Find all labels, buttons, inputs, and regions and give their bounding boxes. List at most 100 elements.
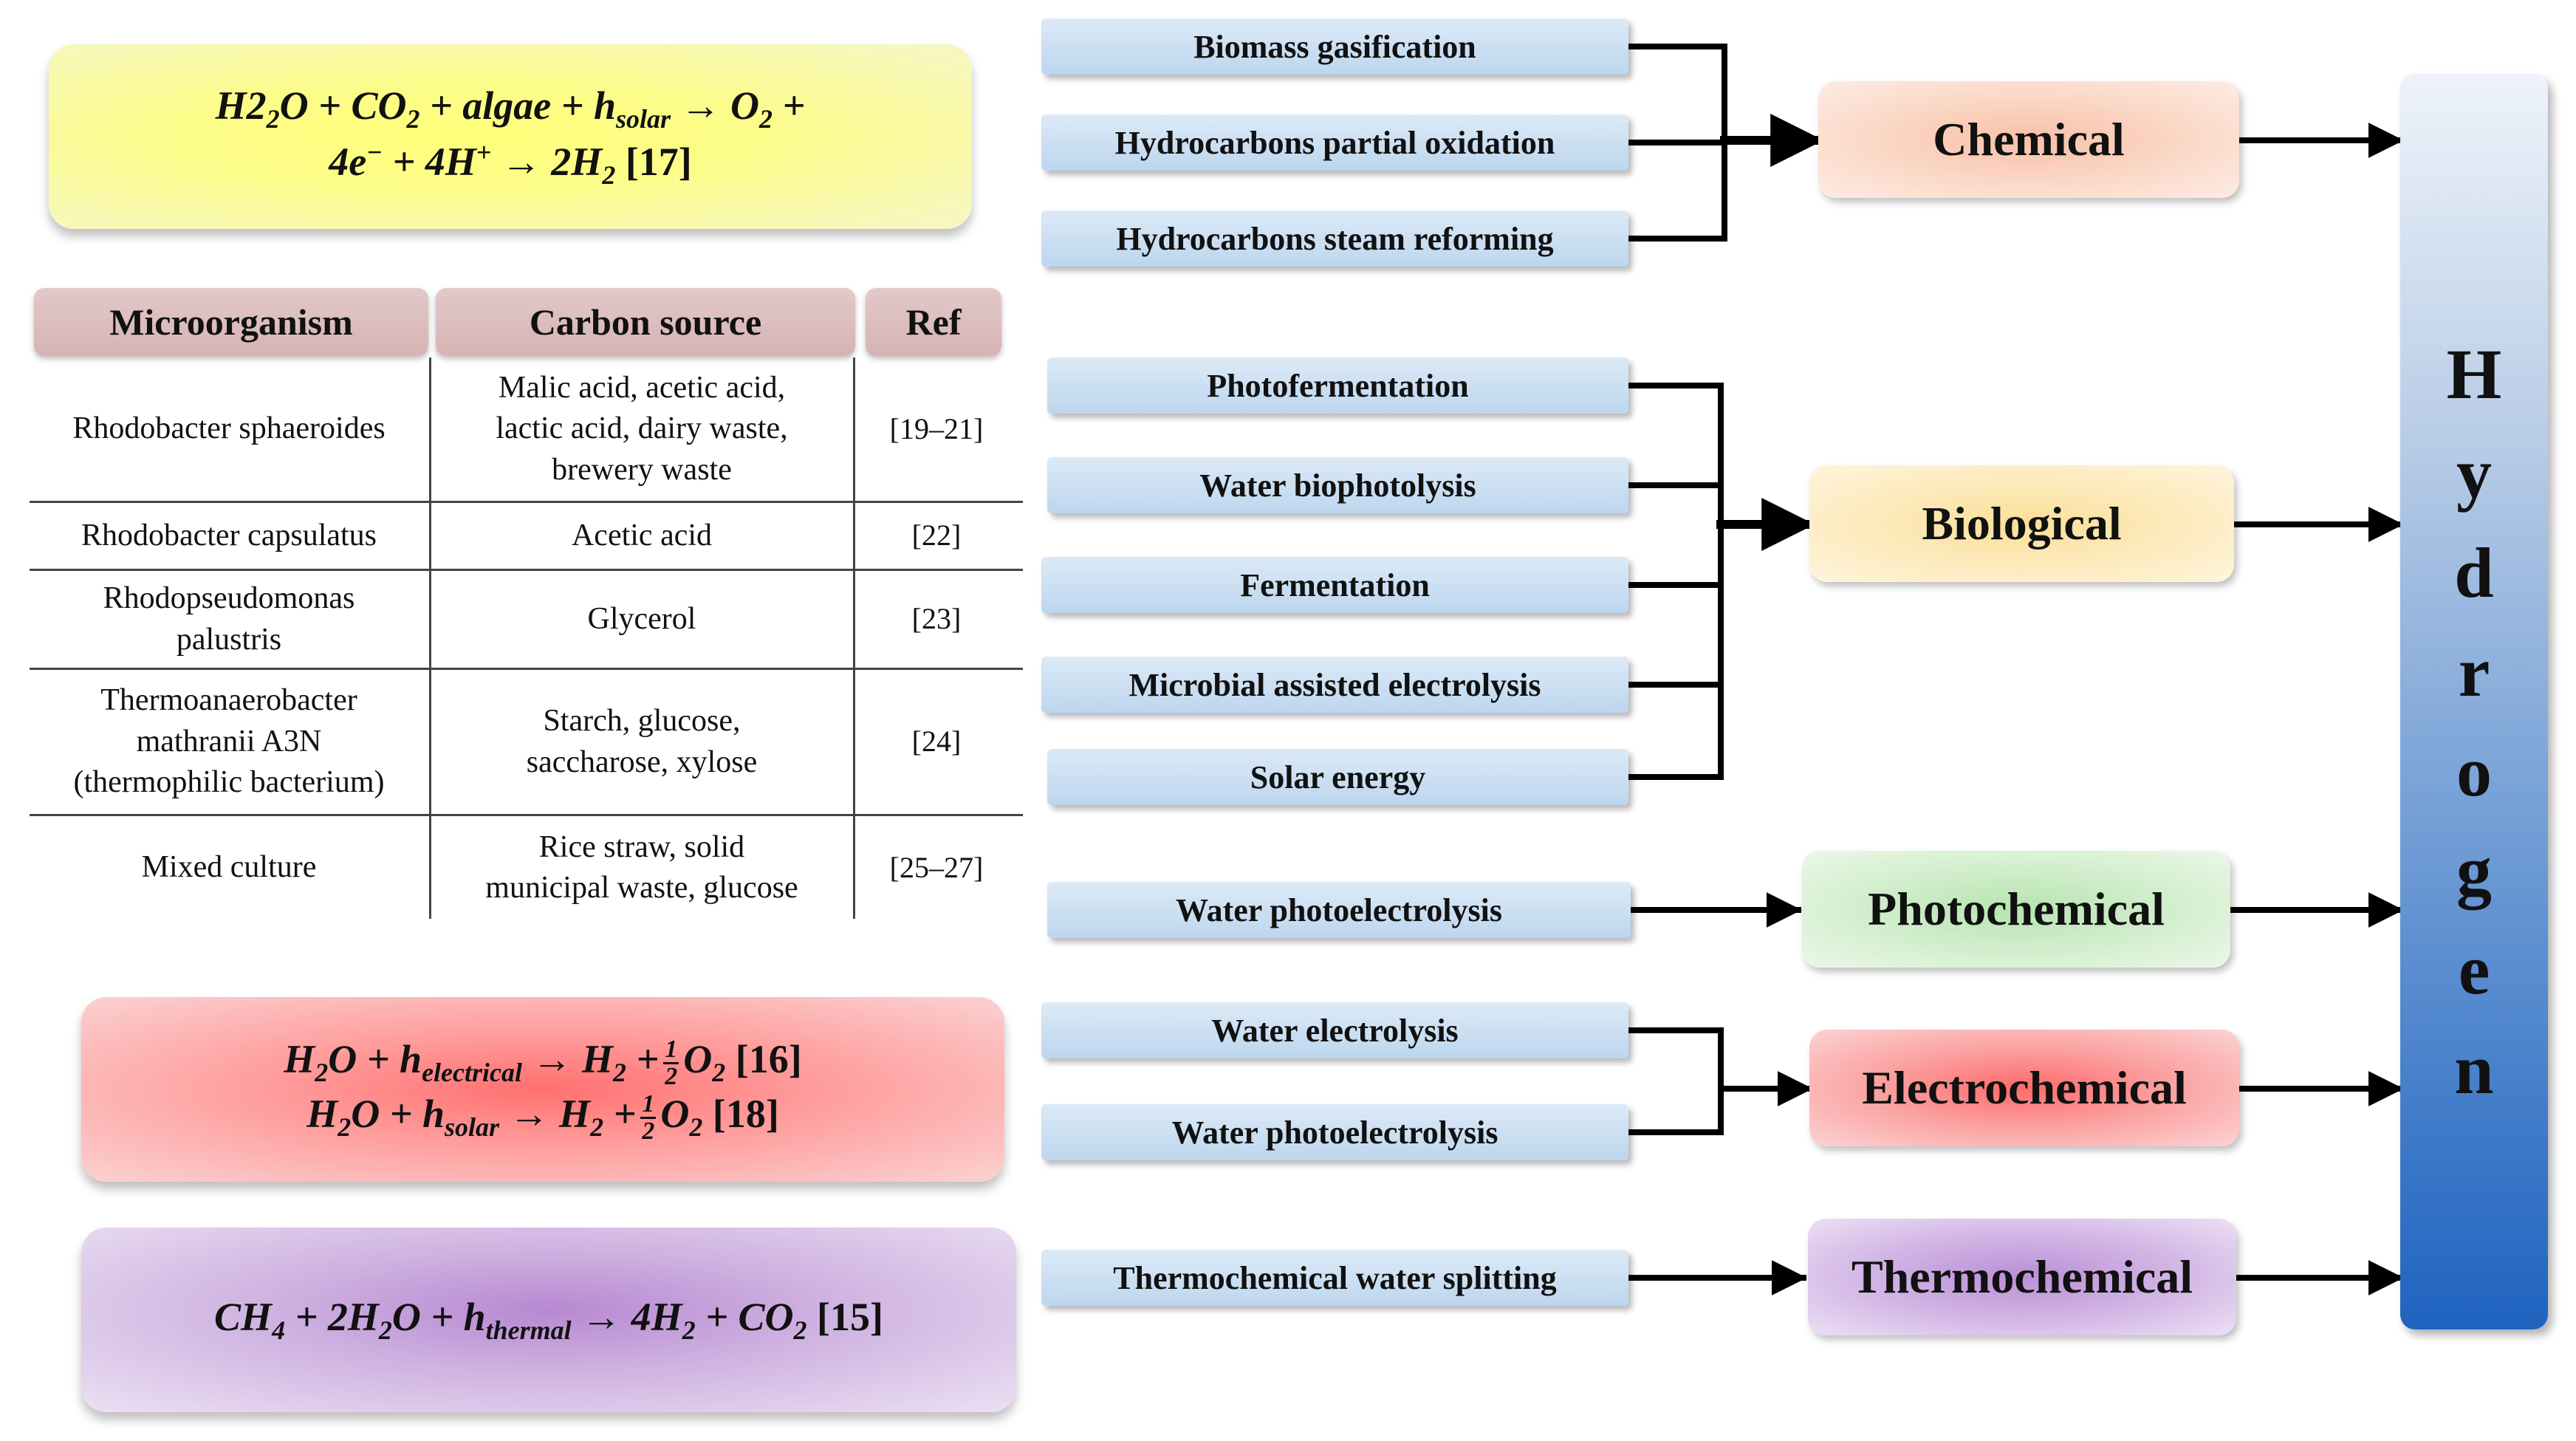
table-cell: Rice straw, solid municipal waste, gluco… bbox=[485, 829, 798, 905]
hydrogen-letter: o bbox=[2456, 731, 2492, 811]
table-divider bbox=[429, 357, 431, 919]
table-cell: [23] bbox=[911, 602, 962, 636]
source-solar-energy: Solar energy bbox=[1047, 749, 1628, 805]
eq-sub: 4 bbox=[272, 1315, 286, 1345]
frac-den: 2 bbox=[665, 1063, 678, 1090]
eq-part: + algae + h bbox=[429, 83, 617, 129]
table-cell: Thermoanaerobacter mathranii A3N (thermo… bbox=[73, 683, 385, 800]
source-hydrocarbons-partial-oxidation: Hydrocarbons partial oxidation bbox=[1041, 114, 1628, 171]
eq-part: CH bbox=[214, 1295, 273, 1340]
source-hydrocarbons-steam-reforming: Hydrocarbons steam reforming bbox=[1041, 210, 1628, 267]
eq-part: 2 bbox=[246, 83, 267, 129]
table-cell: Acetic acid bbox=[571, 518, 713, 552]
eq-ref: [16] bbox=[725, 1036, 802, 1081]
eq-sub: 2 bbox=[759, 104, 773, 134]
source-water-electrolysis: Water electrolysis bbox=[1041, 1002, 1628, 1058]
frac-num: 1 bbox=[640, 1090, 657, 1120]
eq-sub: 2 bbox=[590, 1112, 604, 1142]
eq-part: + 2H bbox=[295, 1295, 379, 1340]
eq-sub: 2 bbox=[378, 1315, 392, 1345]
hydrogen-letter: r bbox=[2458, 632, 2490, 712]
eq-sub: 2 bbox=[315, 1057, 329, 1087]
eq-sub: 2 bbox=[406, 104, 420, 134]
table-cell: Rhodopseudomonas palustris bbox=[103, 581, 355, 657]
category-electrochemical: Electrochemical bbox=[1809, 1030, 2239, 1146]
eq-sub: thermal bbox=[485, 1315, 572, 1345]
hydrogen-letter: g bbox=[2456, 830, 2492, 910]
table-divider bbox=[30, 569, 1023, 571]
eq-part: O + CO bbox=[279, 83, 407, 129]
eq-part: H bbox=[215, 83, 247, 129]
eq-part: + bbox=[636, 1036, 660, 1081]
eq-part: → 2H bbox=[501, 140, 603, 184]
source-microbial-assisted-electrolysis: Microbial assisted electrolysis bbox=[1041, 657, 1628, 713]
hydrogen-letter: n bbox=[2454, 1029, 2494, 1109]
table-cell: Starch, glucose, saccharose, xylose bbox=[526, 704, 758, 779]
category-biological: Biological bbox=[1809, 465, 2234, 582]
source-thermochemical-water-splitting: Thermochemical water splitting bbox=[1041, 1250, 1628, 1306]
thermochemical-equation-box: CH4 + 2H2O + hthermal → 4H2 + CO2 [15] bbox=[81, 1228, 1016, 1412]
hydrogen-letter: H bbox=[2446, 335, 2502, 414]
eq-part: H bbox=[306, 1092, 338, 1136]
eq-part: + 4H bbox=[392, 140, 476, 184]
eq-sub: solar bbox=[616, 104, 671, 134]
eq-part: → 4H bbox=[581, 1295, 682, 1340]
table-divider bbox=[30, 668, 1023, 670]
eq-part: 4e bbox=[329, 140, 367, 184]
category-photochemical: Photochemical bbox=[1802, 851, 2230, 968]
eq-part: + CO bbox=[705, 1295, 794, 1340]
eq-part: O + h bbox=[328, 1036, 422, 1081]
eq-ref: [15] bbox=[806, 1295, 883, 1340]
table-cell: Glycerol bbox=[587, 601, 696, 636]
eq-sup: − bbox=[366, 137, 383, 167]
table-cell: [19–21] bbox=[889, 411, 984, 445]
thermochemical-equation-line: CH4 + 2H2O + hthermal → 4H2 + CO2 [15] bbox=[214, 1293, 883, 1347]
source-fermentation: Fermentation bbox=[1041, 557, 1628, 613]
chemical-equation-line-1: H22O + CO2 + algae + hsolar → O2 + bbox=[216, 81, 806, 136]
category-chemical: Chemical bbox=[1818, 81, 2239, 198]
eq-part: → H bbox=[509, 1092, 591, 1136]
hydrogen-letter: e bbox=[2458, 930, 2490, 1010]
table-divider bbox=[853, 357, 855, 919]
table-header-ref: Ref bbox=[866, 288, 1001, 356]
eq-ref: [18] bbox=[702, 1092, 779, 1136]
eq-sub: 2 bbox=[338, 1112, 352, 1142]
table-cell: [24] bbox=[911, 725, 962, 759]
table-header-carbon-source: Carbon source bbox=[436, 288, 855, 356]
eq-sub: 2 bbox=[712, 1057, 726, 1087]
hydrogen-letter: d bbox=[2454, 533, 2494, 612]
frac-num: 1 bbox=[663, 1036, 679, 1064]
table-header-microorganism: Microorganism bbox=[34, 288, 428, 356]
eq-sub: 2 bbox=[689, 1112, 703, 1142]
source-photofermentation: Photofermentation bbox=[1047, 357, 1628, 414]
eq-sub: 2 bbox=[682, 1315, 696, 1345]
hydrogen-product-bar: H y d r o g e n bbox=[2400, 74, 2548, 1329]
table-cell: Rhodobacter sphaeroides bbox=[72, 411, 386, 446]
frac-den: 2 bbox=[642, 1117, 655, 1146]
table-divider bbox=[30, 814, 1023, 816]
eq-sub: 2 bbox=[602, 160, 616, 190]
connector-biological bbox=[1626, 383, 1724, 780]
table-cell: Rhodobacter capsulatus bbox=[80, 518, 377, 552]
eq-part: → O bbox=[680, 83, 760, 129]
chemical-equation-line-2: 4e− + 4H+ → 2H2 [17] bbox=[329, 136, 692, 192]
table-cell: [22] bbox=[911, 518, 962, 552]
source-water-photoelectrolysis: Water photoelectrolysis bbox=[1047, 882, 1631, 938]
source-biomass-gasification: Biomass gasification bbox=[1041, 18, 1628, 75]
table-cell: Malic acid, acetic acid, lactic acid, da… bbox=[496, 370, 788, 487]
table-cell: Mixed culture bbox=[141, 850, 317, 885]
table-divider bbox=[30, 501, 1023, 503]
eq-sub: 2 bbox=[266, 104, 280, 134]
eq-sub: solar bbox=[445, 1112, 500, 1142]
eq-part: O + h bbox=[351, 1092, 445, 1136]
eq-sub: 2 bbox=[793, 1315, 807, 1345]
eq-ref: [17] bbox=[615, 140, 692, 184]
chemical-equation-box: H22O + CO2 + algae + hsolar → O2 + 4e− +… bbox=[49, 44, 972, 229]
connector-electrochemical bbox=[1626, 1027, 1724, 1135]
category-thermochemical: Thermochemical bbox=[1808, 1219, 2236, 1335]
